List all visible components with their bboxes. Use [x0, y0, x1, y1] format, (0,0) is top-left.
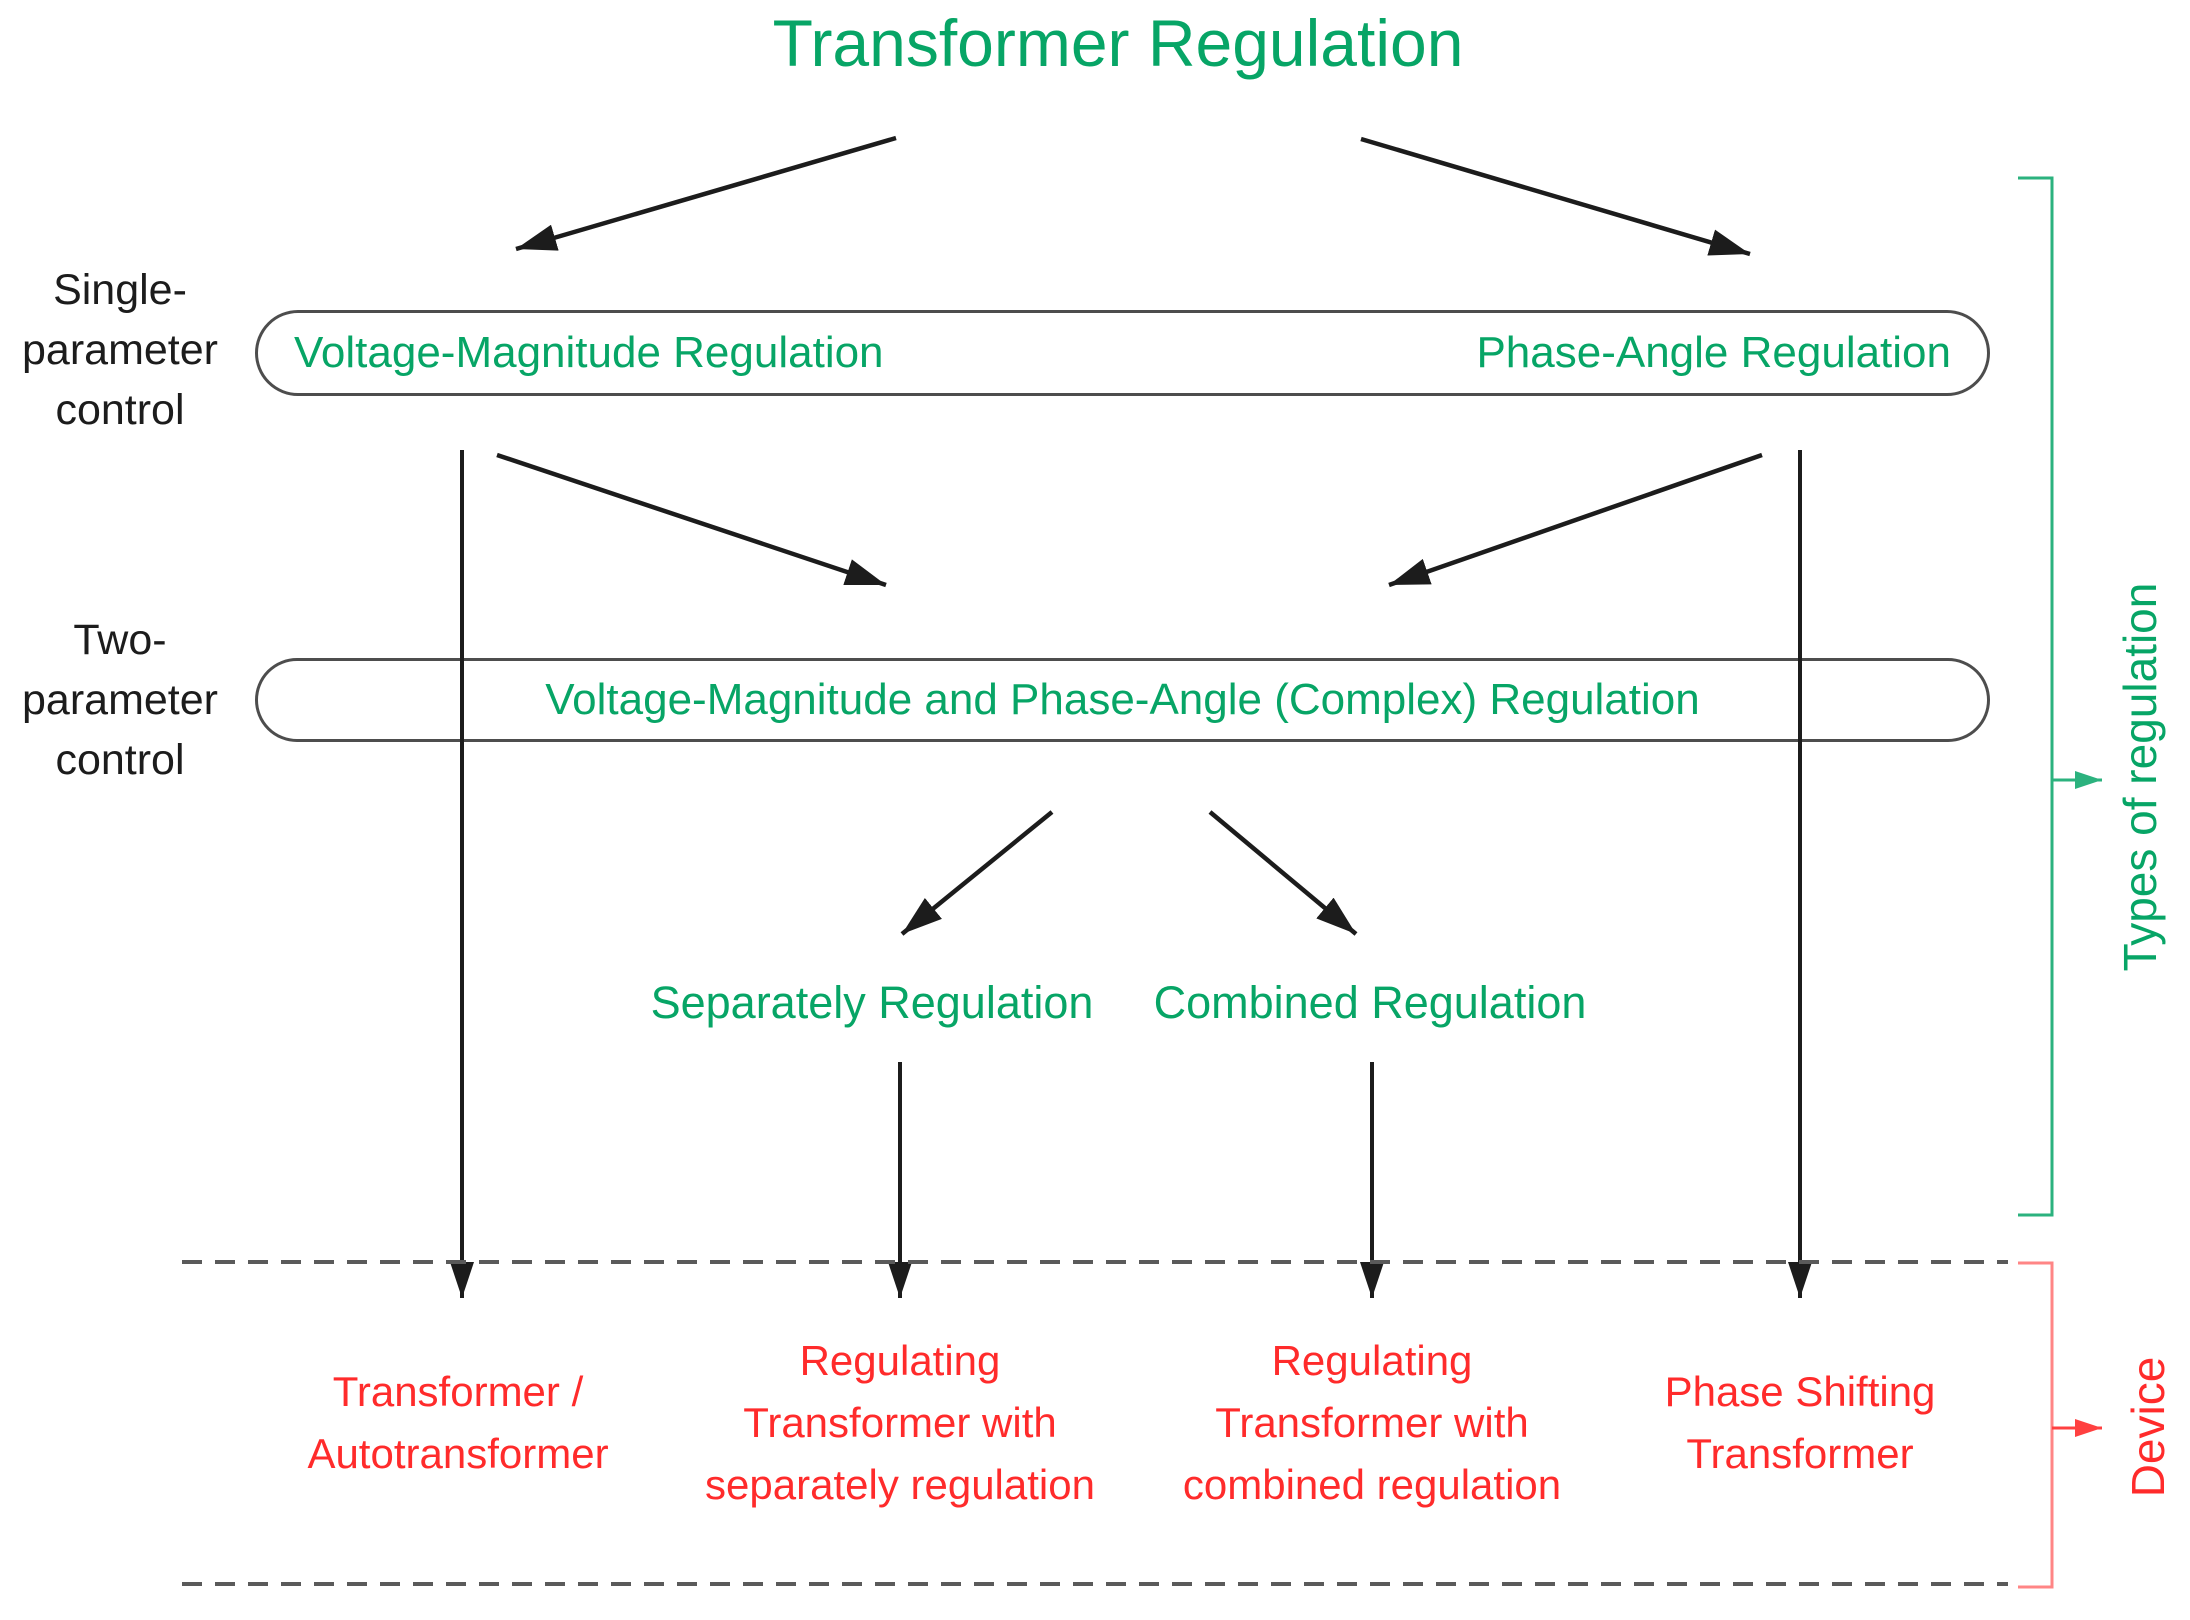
device-regulating-transformer-combined: Regulating Transformer with combined reg… — [1182, 1337, 1562, 1508]
side-label-device: Device — [2122, 1356, 2174, 1498]
node-complex-regulation: Voltage-Magnitude and Phase-Angle (Compl… — [545, 675, 1700, 724]
arrow-voltage-magnitude-to-complex — [496, 452, 887, 588]
node-combined-regulation: Combined Regulation — [1153, 977, 1587, 1028]
row-label-single-parameter-control: Single- parameter control — [22, 266, 218, 434]
types-of-regulation-bracket — [2018, 176, 2054, 1217]
arrow-complex-to-combined — [1208, 810, 1358, 936]
arrow-complex-to-separately — [900, 810, 1054, 936]
arrow-phase-angle-to-complex — [1388, 452, 1763, 588]
single-parameter-pill: Voltage-Magnitude Regulation Phase-Angle… — [255, 310, 1990, 396]
side-label-types-of-regulation: Types of regulation — [2114, 582, 2166, 972]
row-label-two-parameter-control: Two- parameter control — [22, 616, 218, 784]
arrow-title-to-phase-angle — [1360, 136, 1751, 257]
page-title: Transformer Regulation — [772, 6, 1464, 80]
two-parameter-pill: Voltage-Magnitude and Phase-Angle (Compl… — [255, 658, 1990, 742]
device-phase-shifting-transformer: Phase Shifting Transformer — [1664, 1368, 1936, 1477]
arrow-title-to-voltage-magnitude — [515, 135, 897, 252]
node-phase-angle-regulation: Phase-Angle Regulation — [1476, 328, 1951, 377]
device-regulating-transformer-separately: Regulating Transformer with separately r… — [705, 1337, 1095, 1508]
node-separately-regulation: Separately Regulation — [650, 977, 1094, 1028]
device-bracket — [2018, 1261, 2054, 1589]
node-voltage-magnitude-regulation: Voltage-Magnitude Regulation — [294, 328, 884, 377]
device-transformer-autotransformer: Transformer / Autotransformer — [307, 1368, 609, 1477]
